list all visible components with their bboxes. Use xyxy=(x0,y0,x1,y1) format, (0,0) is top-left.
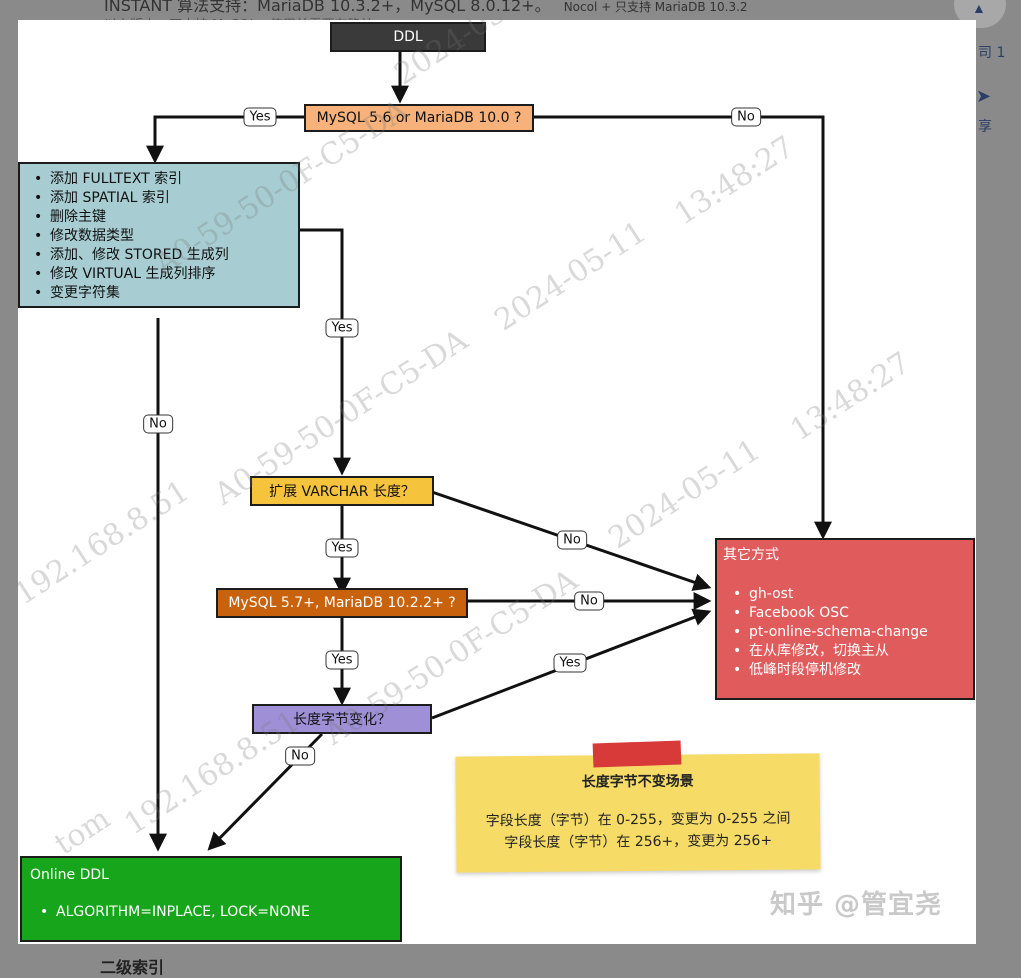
up-arrow-icon: ▲ xyxy=(972,0,986,16)
list-item: 添加、修改 STORED 生成列 xyxy=(24,246,294,265)
list-item: Facebook OSC xyxy=(723,604,967,623)
bg-top-text: INSTANT 算法支持：MariaDB 10.3.2+，MySQL 8.0.1… xyxy=(104,0,748,16)
node-question-mysql57: MySQL 5.7+, MariaDB 10.2.2+ ? xyxy=(216,588,468,618)
list-item: 低峰时段停机修改 xyxy=(723,661,967,680)
node-ddl-label: DDL xyxy=(393,29,423,45)
edge-label-no: No xyxy=(731,107,761,127)
edge-layer xyxy=(146,50,832,852)
edge-version-yes xyxy=(146,115,305,164)
online-ddl-list: ALGORITHM=INPLACE, LOCK=NONE xyxy=(30,903,392,922)
node-question-bytes-label: 长度字节变化？ xyxy=(293,712,391,728)
node-ddl: DDL xyxy=(330,22,486,52)
edge-label-no: No xyxy=(557,530,587,550)
node-question-version: MySQL 5.6 or MariaDB 10.0 ? xyxy=(304,104,534,132)
sticky-note-title: 长度字节不变场景 xyxy=(581,773,694,791)
sticky-note: 长度字节不变场景 字段长度（字节）在 0-255，变更为 0-255 之间 字段… xyxy=(455,753,821,873)
list-item: 添加 FULLTEXT 索引 xyxy=(24,170,294,189)
edge-ops-yes xyxy=(298,228,351,476)
edge-label-yes: Yes xyxy=(325,318,359,338)
flowchart-canvas: DDL MySQL 5.6 or MariaDB 10.0 ? 添加 FULLT… xyxy=(18,20,976,944)
node-online-ddl: Online DDL ALGORITHM=INPLACE, LOCK=NONE xyxy=(20,856,402,942)
tape-decoration xyxy=(592,740,682,768)
list-item: 修改数据类型 xyxy=(24,227,294,246)
list-item: 添加 SPATIAL 索引 xyxy=(24,189,294,208)
sticky-note-line-1: 字段长度（字节）在 0-255，变更为 0-255 之间 xyxy=(485,810,791,830)
list-item: 修改 VIRTUAL 生成列排序 xyxy=(24,265,294,284)
list-item: ALGORITHM=INPLACE, LOCK=NONE xyxy=(30,903,392,922)
node-question-varchar-label: 扩展 VARCHAR 长度？ xyxy=(269,484,415,500)
bg-top-text-1: INSTANT 算法支持：MariaDB 10.3.2+，MySQL 8.0.1… xyxy=(104,0,551,15)
list-item: 在从库修改，切换主从 xyxy=(723,642,967,661)
share-icon[interactable]: ➤ xyxy=(976,86,992,107)
list-item: 变更字符集 xyxy=(24,284,294,303)
list-item: 删除主键 xyxy=(24,208,294,227)
edge-label-yes: Yes xyxy=(243,107,277,127)
list-item: pt-online-schema-change xyxy=(723,623,967,642)
bg-top-text-2: Nocol + 只支持 MariaDB 10.3.2 xyxy=(563,0,748,14)
node-other-methods: 其它方式 gh-ost Facebook OSC pt-online-schem… xyxy=(715,538,975,700)
edge-label-yes: Yes xyxy=(553,653,587,673)
edge-label-no: No xyxy=(574,591,604,611)
edge-label-no: No xyxy=(285,746,315,766)
edge-label-yes: Yes xyxy=(325,538,359,558)
node-question-bytes: 长度字节变化？ xyxy=(252,704,432,734)
operations-list: 添加 FULLTEXT 索引 添加 SPATIAL 索引 删除主键 修改数据类型… xyxy=(24,170,294,303)
edge-label-no: No xyxy=(143,414,173,434)
node-question-version-label: MySQL 5.6 or MariaDB 10.0 ? xyxy=(316,110,522,126)
list-item: gh-ost xyxy=(723,585,967,604)
bg-bottom-text: 二级索引 xyxy=(100,958,165,977)
credit-watermark: 知乎 @管宜尧 xyxy=(770,890,943,920)
other-methods-title: 其它方式 xyxy=(723,547,779,563)
node-question-mysql57-label: MySQL 5.7+, MariaDB 10.2.2+ ? xyxy=(228,595,456,611)
side-link-1[interactable]: 司 1 xyxy=(978,45,1006,61)
edge-label-yes: Yes xyxy=(325,650,359,670)
edge-version-no xyxy=(533,115,832,540)
node-operations-list: 添加 FULLTEXT 索引 添加 SPATIAL 索引 删除主键 修改数据类型… xyxy=(18,162,300,308)
other-methods-list: gh-ost Facebook OSC pt-online-schema-cha… xyxy=(723,585,967,680)
node-question-varchar: 扩展 VARCHAR 长度？ xyxy=(250,476,434,506)
side-link-2[interactable]: 享 xyxy=(978,119,992,135)
sticky-note-line-2: 字段长度（字节）在 256+，变更为 256+ xyxy=(504,832,773,852)
online-ddl-title: Online DDL xyxy=(30,867,109,883)
